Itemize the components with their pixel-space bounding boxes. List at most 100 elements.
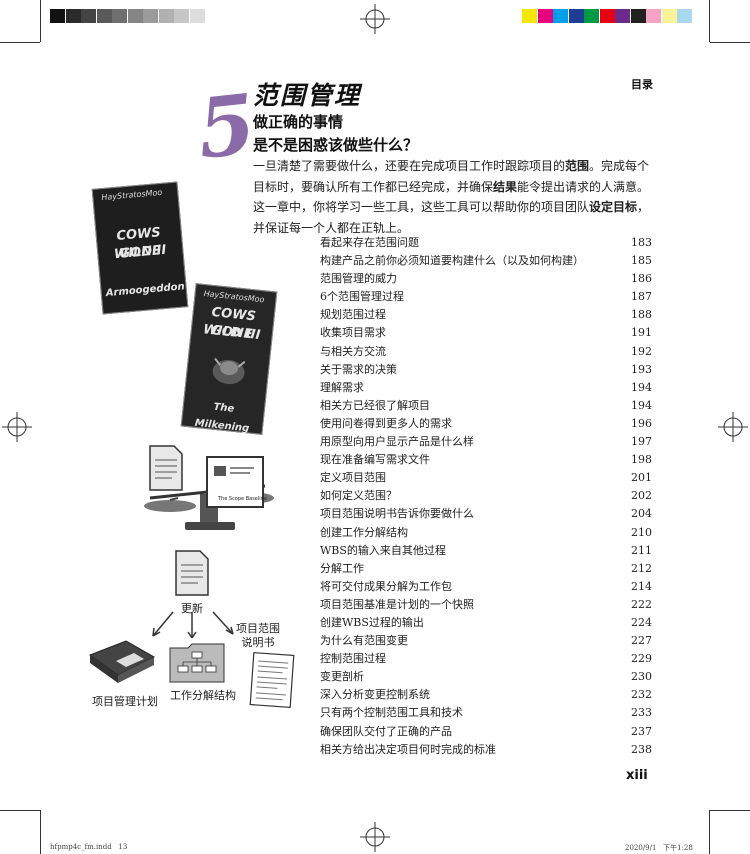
- cow-illustration-icon: [212, 357, 246, 385]
- gray-swatch: [81, 9, 96, 23]
- chapter-number: 5: [193, 76, 260, 178]
- toc-entry-page: 212: [631, 561, 652, 575]
- toc-entry-page: 210: [631, 525, 652, 539]
- toc-entry-page: 192: [631, 344, 652, 358]
- toc-entry[interactable]: 只有两个控制范围工具和技术 233: [320, 704, 652, 722]
- toc-entry-title: 使用问卷得到更多人的需求: [320, 416, 452, 430]
- toc-entry[interactable]: 控制范围过程 229: [320, 650, 652, 668]
- toc-entry-page: 188: [631, 308, 652, 322]
- document-icon: [149, 445, 183, 491]
- toc-entry-title: 控制范围过程: [320, 652, 386, 666]
- arrows-diagram: [152, 611, 234, 639]
- toc-entry[interactable]: 创建工作分解结构 210: [320, 524, 652, 542]
- chapter-question: 是不是困惑该做些什么？: [253, 136, 419, 154]
- wbs-label: 工作分解结构: [170, 689, 236, 702]
- toc-entry-page: 230: [631, 670, 652, 684]
- color-swatch: [630, 9, 646, 23]
- toc-entry-title: WBS的输入来自其他过程: [320, 543, 446, 557]
- toc-entry[interactable]: WBS的输入来自其他过程 211: [320, 542, 652, 560]
- toc-entry[interactable]: 如何定义范围？202: [320, 487, 652, 505]
- gray-swatch: [96, 9, 112, 23]
- toc-entry-page: 194: [631, 380, 652, 394]
- update-label: 更新: [181, 602, 203, 615]
- scope-baseline-caption: The Scope Baseline: [218, 496, 267, 502]
- document-icon: [175, 550, 209, 596]
- chapter-title: 范围管理: [253, 81, 362, 110]
- toc-entry-title: 将可交付成果分解为工作包: [320, 579, 452, 593]
- toc-entry-title: 关于需求的决策: [320, 362, 397, 376]
- toc-entry-page: 229: [631, 652, 652, 666]
- toc-entry-title: 构建产品之前你必须知道要构建什么（以及如何构建）: [320, 254, 584, 268]
- gray-swatch: [158, 9, 174, 23]
- chapter-intro: 一旦清楚了需要做什么，还要在完成项目工作时跟踪项目的范围。完成每个目标时，要确认…: [253, 159, 650, 235]
- color-swatch: [553, 9, 568, 23]
- toc-entry-page: 183: [631, 236, 652, 249]
- toc-entry-page: 204: [631, 507, 652, 521]
- footer-timestamp: 2020/9/1 下午1:28: [625, 844, 693, 852]
- gray-swatch: [143, 9, 158, 23]
- toc-entry-page: 214: [631, 579, 652, 593]
- toc-entry[interactable]: 使用问卷得到更多人的需求 196: [320, 415, 652, 433]
- registration-mark-bottom: [360, 822, 390, 852]
- toc-entry-title: 确保团队交付了正确的产品: [320, 724, 452, 738]
- scope-statement-document-icon: [249, 652, 295, 708]
- toc-entry[interactable]: 构建产品之前你必须知道要构建什么（以及如何构建） 185: [320, 252, 652, 270]
- toc-entry[interactable]: 项目范围说明书告诉你要做什么 204: [320, 505, 652, 523]
- scope-statement-label: 项目范围 说明书: [236, 622, 280, 649]
- toc-entry-page: 196: [631, 416, 652, 430]
- toc-entry-title: 如何定义范围？: [320, 489, 397, 503]
- toc-entry-page: 194: [631, 398, 652, 412]
- toc-entry[interactable]: 理解需求 194: [320, 379, 652, 397]
- color-swatch: [661, 9, 677, 23]
- color-swatch: [568, 9, 584, 23]
- gray-swatch: [65, 9, 81, 23]
- toc-entry-page: 211: [631, 543, 652, 557]
- toc-entry[interactable]: 将可交付成果分解为工作包 214: [320, 578, 652, 596]
- toc-entry-title: 定义项目范围: [320, 471, 386, 485]
- toc-entry-page: 233: [631, 706, 652, 720]
- toc-entry-title: 项目范围说明书告诉你要做什么: [320, 507, 474, 521]
- toc-entry-title: 理解需求: [320, 380, 364, 394]
- toc-entry-title: 深入分析变更控制系统: [320, 688, 430, 702]
- gray-swatch: [127, 9, 143, 23]
- toc-entry-page: 238: [631, 742, 652, 756]
- toc-entry-title: 创建工作分解结构: [320, 525, 408, 539]
- toc-entry-page: 185: [631, 254, 652, 268]
- toc-entry-title: 项目范围基准是计划的一个快照: [320, 597, 474, 611]
- color-swatch: [599, 9, 615, 23]
- color-swatch: [584, 9, 599, 23]
- toc-entry-title: 为什么有范围变更: [320, 634, 408, 648]
- chapter-subtitle: 做正确的事情: [253, 113, 344, 131]
- toc-entry-page: 197: [631, 435, 652, 449]
- toc-entry-title: 只有两个控制范围工具和技术: [320, 706, 463, 720]
- color-swatch: [677, 9, 692, 23]
- page-number: xiii: [626, 768, 648, 783]
- toc-entry-page: 224: [631, 615, 652, 629]
- project-plan-binder-icon: [88, 640, 156, 683]
- registration-mark-right: [718, 412, 748, 442]
- gray-swatch: [174, 9, 189, 23]
- toc-entry-title: 6个范围管理过程: [320, 290, 404, 304]
- book-cover-cows-gone-wild-2: HayStratosMoo COWS GONE WILD II Armooged…: [91, 181, 189, 315]
- color-swatch: [646, 9, 661, 23]
